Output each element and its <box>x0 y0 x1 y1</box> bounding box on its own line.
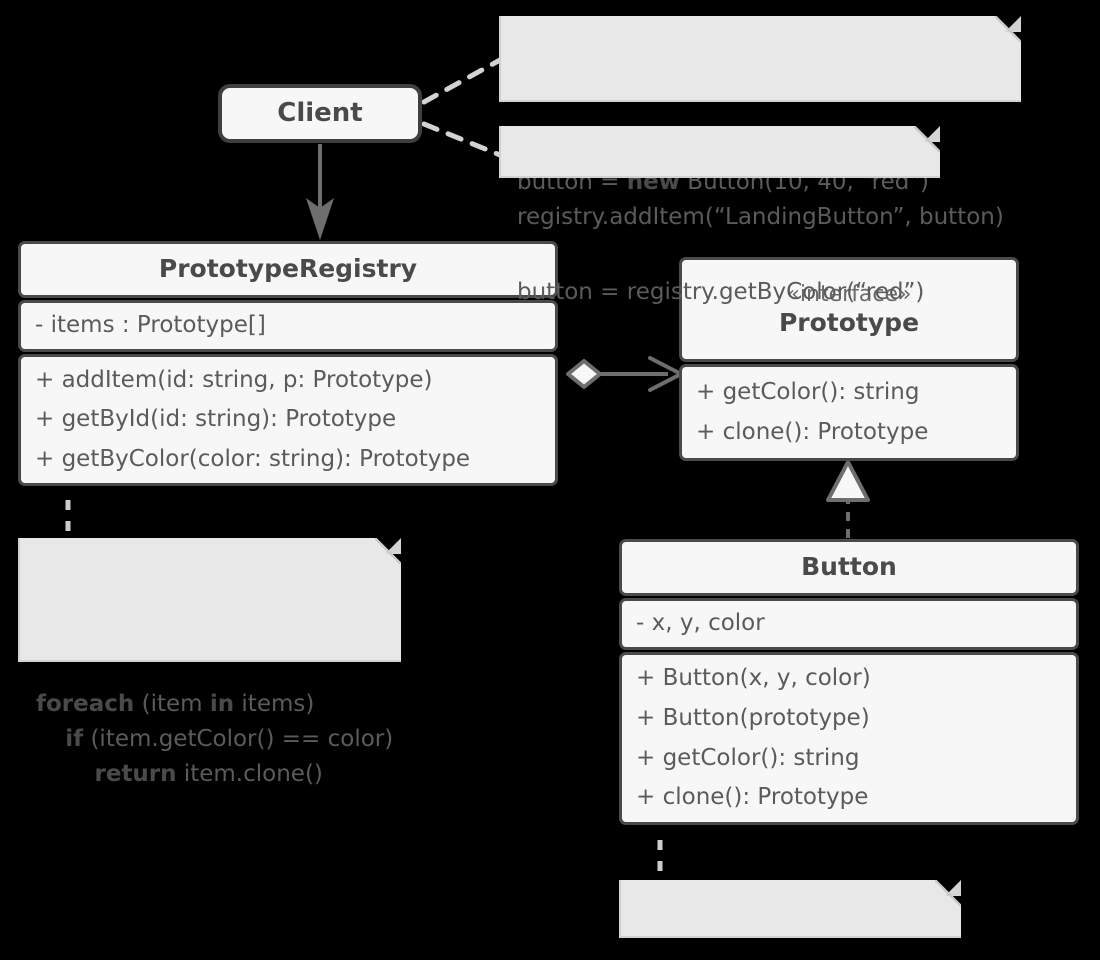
note-line: return item.clone() <box>94 760 323 787</box>
class-client-name: Client <box>277 97 363 128</box>
method-button-getcolor: + getColor(): string <box>636 744 860 771</box>
relation-button-implements-prototype <box>826 460 870 538</box>
method-button-copy-ctor: + Button(prototype) <box>636 704 870 731</box>
method-button-clone: + clone(): Prototype <box>636 784 869 811</box>
note-line: registry.addItem(“LandingButton”, button… <box>517 203 1004 230</box>
class-button-name: Button <box>801 552 897 582</box>
note-fold-edge <box>935 880 961 906</box>
note-line: foreach (item in items) <box>36 690 315 717</box>
method-getbyid: + getById(id: string): Prototype <box>35 406 397 433</box>
class-prototype[interactable]: «interface» Prototype + getColor(): stri… <box>679 257 1019 461</box>
note-line: if (item.getColor() == color) <box>65 725 394 752</box>
class-prototyperegistry-attributes: - items : Prototype[] <box>18 300 558 352</box>
method-additem: + addItem(id: string, p: Prototype) <box>35 366 433 393</box>
note-line: button = registry.getByColor(“red”) <box>517 278 925 305</box>
note-foreach-loop: foreach (item in items) if (item.getColo… <box>18 538 401 787</box>
class-button-attributes: - x, y, color <box>619 598 1079 650</box>
method-getbycolor: + getByColor(color: string): Prototype <box>35 445 471 472</box>
method-button-ctor: + Button(x, y, color) <box>636 665 871 692</box>
note-return-clone: return new Button(this) <box>619 880 961 938</box>
note-link-client-create <box>421 57 503 105</box>
class-prototype-name: Prototype <box>778 308 920 338</box>
attribute-items: - items : Prototype[] <box>35 312 266 339</box>
class-button[interactable]: Button - x, y, color + Button(x, y, colo… <box>619 539 1079 825</box>
note-fold-edge <box>375 538 401 564</box>
class-prototyperegistry[interactable]: PrototypeRegistry - items : Prototype[] … <box>18 241 558 486</box>
note-create-button: button = new Button(10, 40, "red")regist… <box>499 16 1021 230</box>
note-get-by-color: button = registry.getByColor(“red”) <box>499 126 940 305</box>
note-link-client-fetch <box>421 121 503 158</box>
relation-client-uses-registry <box>306 144 334 240</box>
class-prototype-stereotype: «interface» <box>786 281 912 307</box>
class-prototype-header: «interface» Prototype <box>679 257 1019 362</box>
method-clone: + clone(): Prototype <box>696 418 929 445</box>
class-prototyperegistry-methods: + addItem(id: string, p: Prototype) + ge… <box>18 354 558 486</box>
class-button-header: Button <box>619 539 1079 596</box>
class-prototype-methods: + getColor(): string + clone(): Prototyp… <box>679 364 1019 461</box>
class-button-methods: + Button(x, y, color) + Button(prototype… <box>619 652 1079 825</box>
note-fold-edge <box>914 126 940 152</box>
note-fold-edge <box>995 16 1021 42</box>
attribute-x-y-color: - x, y, color <box>636 610 765 637</box>
relation-registry-aggregates-prototype <box>566 356 683 392</box>
method-getcolor: + getColor(): string <box>696 378 920 405</box>
class-prototyperegistry-name: PrototypeRegistry <box>158 254 418 284</box>
class-client[interactable]: Client <box>218 84 422 143</box>
class-prototyperegistry-header: PrototypeRegistry <box>18 241 558 298</box>
